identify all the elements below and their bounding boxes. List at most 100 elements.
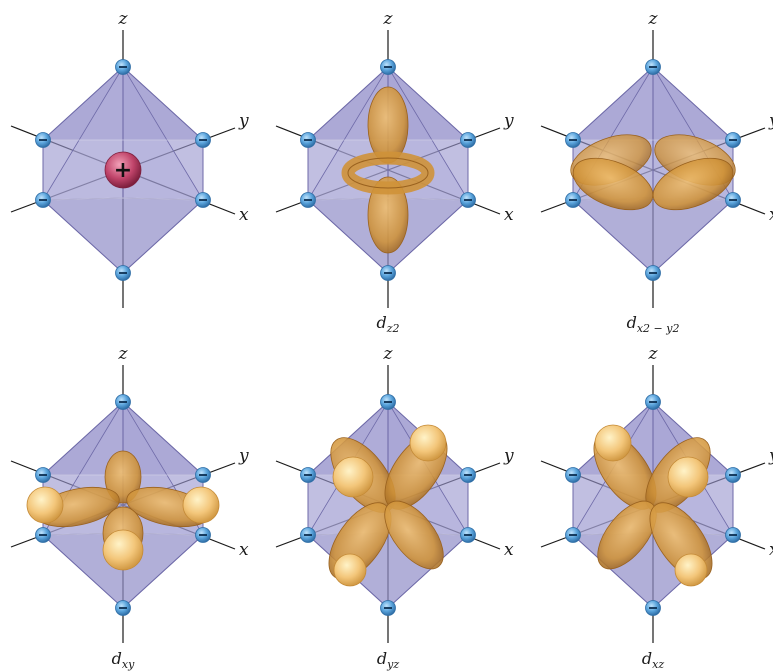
z-axis-label: z <box>648 9 659 29</box>
orbital-lobe-tip-left <box>26 486 64 524</box>
ligand-upper-right <box>195 467 211 483</box>
y-axis-label: y <box>768 111 773 131</box>
panel-dz2: z y x dz2 <box>275 9 514 335</box>
orbital-lobe-front-right <box>652 157 734 211</box>
ligands <box>35 59 211 281</box>
orbital-caption-base: d <box>627 313 637 332</box>
orbital-lobe-back <box>104 450 142 504</box>
ligand-lower-left <box>35 527 51 543</box>
ligand-lower-left <box>35 192 51 208</box>
ligand-lower-left <box>300 192 316 208</box>
orbital-caption-subscript: xz <box>652 658 664 671</box>
ligand-upper-left <box>565 467 581 483</box>
orbital-caption-subscript: yz <box>386 658 399 671</box>
ligand-upper-right <box>725 132 741 148</box>
y-axis-label: y <box>503 446 514 466</box>
x-axis-label: x <box>504 205 514 225</box>
orbital-caption-subscript: z2 <box>386 322 400 335</box>
y-axis-label: y <box>238 111 249 131</box>
orbital-caption-base: d <box>642 649 652 668</box>
orbital-lobe-tip-upper-right <box>667 456 709 498</box>
ligand-lower-right <box>195 527 211 543</box>
y-axis-label: y <box>503 111 514 131</box>
ligand-bottom <box>115 265 131 281</box>
ligand-bottom <box>380 600 396 616</box>
orbital-caption-dx2y2: dx2 − y2 <box>627 313 680 335</box>
ligand-bottom <box>115 600 131 616</box>
ligand-top <box>380 394 396 410</box>
ligand-upper-left <box>300 467 316 483</box>
orbital-caption-dxy: dxy <box>112 649 135 671</box>
octahedron-lower-face <box>571 197 735 274</box>
orbital-lobe-tip-upper-left <box>594 424 632 462</box>
octahedron-equator-front <box>42 197 204 201</box>
metal-sphere <box>104 151 142 189</box>
ligand-upper-right <box>460 467 476 483</box>
orbital-lobe-lower-right <box>384 500 444 570</box>
orbital-dz2 <box>341 86 435 254</box>
ligands <box>300 59 476 281</box>
orbital-lobe-bottom <box>367 176 409 254</box>
ligand-top <box>115 59 131 75</box>
z-axis-label: z <box>383 344 394 364</box>
ligand-bottom <box>645 265 661 281</box>
metal-charge-plus: + <box>114 158 132 183</box>
ligand-lower-left <box>565 527 581 543</box>
y-axis-label: y <box>238 446 249 466</box>
ligand-upper-left <box>35 132 51 148</box>
ligand-lower-right <box>725 192 741 208</box>
orbital-caption-base: d <box>112 649 122 668</box>
ligand-top <box>645 394 661 410</box>
ligand-lower-right <box>725 527 741 543</box>
x-axis-label: x <box>769 540 773 560</box>
ligand-upper-right <box>460 132 476 148</box>
ligand-upper-left <box>300 132 316 148</box>
orbital-lobe-tip-right <box>182 486 220 524</box>
ligand-lower-left <box>565 192 581 208</box>
ligand-bottom <box>380 265 396 281</box>
ligands <box>565 394 741 616</box>
orbital-lobe-tip-lower-left <box>333 553 367 587</box>
ligand-top <box>380 59 396 75</box>
ligand-lower-right <box>195 192 211 208</box>
orbital-lobe-front-left <box>572 157 654 211</box>
orbital-dxz <box>593 424 713 587</box>
ligand-lower-right <box>460 527 476 543</box>
ligand-top <box>645 59 661 75</box>
orbital-caption-dyz: dyz <box>377 649 399 671</box>
ligand-upper-right <box>195 132 211 148</box>
z-axis-label: z <box>118 344 129 364</box>
ligand-upper-left <box>35 467 51 483</box>
ligand-lower-right <box>460 192 476 208</box>
orbital-lobe-lower-left <box>597 500 657 570</box>
ligand-top <box>115 394 131 410</box>
orbital-caption-subscript: x2 − y2 <box>637 322 680 335</box>
z-axis-label: z <box>383 9 394 29</box>
ligands <box>300 394 476 616</box>
x-axis-label: x <box>239 540 249 560</box>
ligand-upper-right <box>725 467 741 483</box>
orbital-caption-dxz: dxz <box>642 649 664 671</box>
orbital-caption-subscript: xy <box>122 658 135 671</box>
ligands <box>35 394 211 616</box>
panel-dx2y2: z y x dx2 − y2 <box>540 9 773 335</box>
y-axis-label: y <box>768 446 773 466</box>
ligand-upper-left <box>565 132 581 148</box>
x-axis-label: x <box>239 205 249 225</box>
z-axis-label: z <box>118 9 129 29</box>
orbital-dx2y2 <box>570 134 736 211</box>
orbital-lobe-tip-upper-left <box>332 456 374 498</box>
z-axis-label: z <box>648 344 659 364</box>
panel-metal: + z y x <box>10 9 249 308</box>
octahedron-lower-face <box>41 197 205 274</box>
orbital-caption-base: d <box>377 649 387 668</box>
metal-ion: + <box>104 151 142 189</box>
orbital-caption-base: d <box>376 313 386 332</box>
panel-dxy: z y x dxy <box>10 344 249 671</box>
x-axis-label: x <box>769 205 773 225</box>
orbital-dyz <box>328 424 448 587</box>
panel-dyz: z y x dyz <box>275 344 514 671</box>
orbital-caption-dz2: dz2 <box>376 313 399 335</box>
x-axis-label: x <box>504 540 514 560</box>
